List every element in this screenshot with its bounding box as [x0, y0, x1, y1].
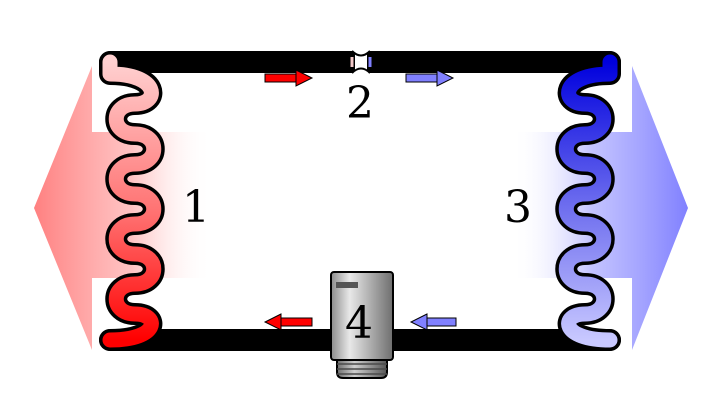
label-expansion-valve: 2 — [346, 78, 374, 129]
heat-out-arrow — [34, 66, 212, 350]
label-evaporator: 3 — [504, 182, 532, 233]
expansion-valve — [350, 50, 372, 74]
compressor — [330, 271, 394, 379]
condenser-coil — [102, 54, 162, 348]
flow-arrow-bottom-left — [263, 313, 313, 331]
heat-in-arrow — [512, 66, 688, 350]
evaporator-coil — [558, 54, 618, 348]
flow-arrow-top-right — [405, 69, 455, 87]
label-condenser: 1 — [182, 182, 210, 233]
label-compressor: 4 — [345, 298, 373, 349]
flow-arrow-top-left — [264, 69, 314, 87]
flow-arrow-bottom-right — [409, 313, 457, 331]
